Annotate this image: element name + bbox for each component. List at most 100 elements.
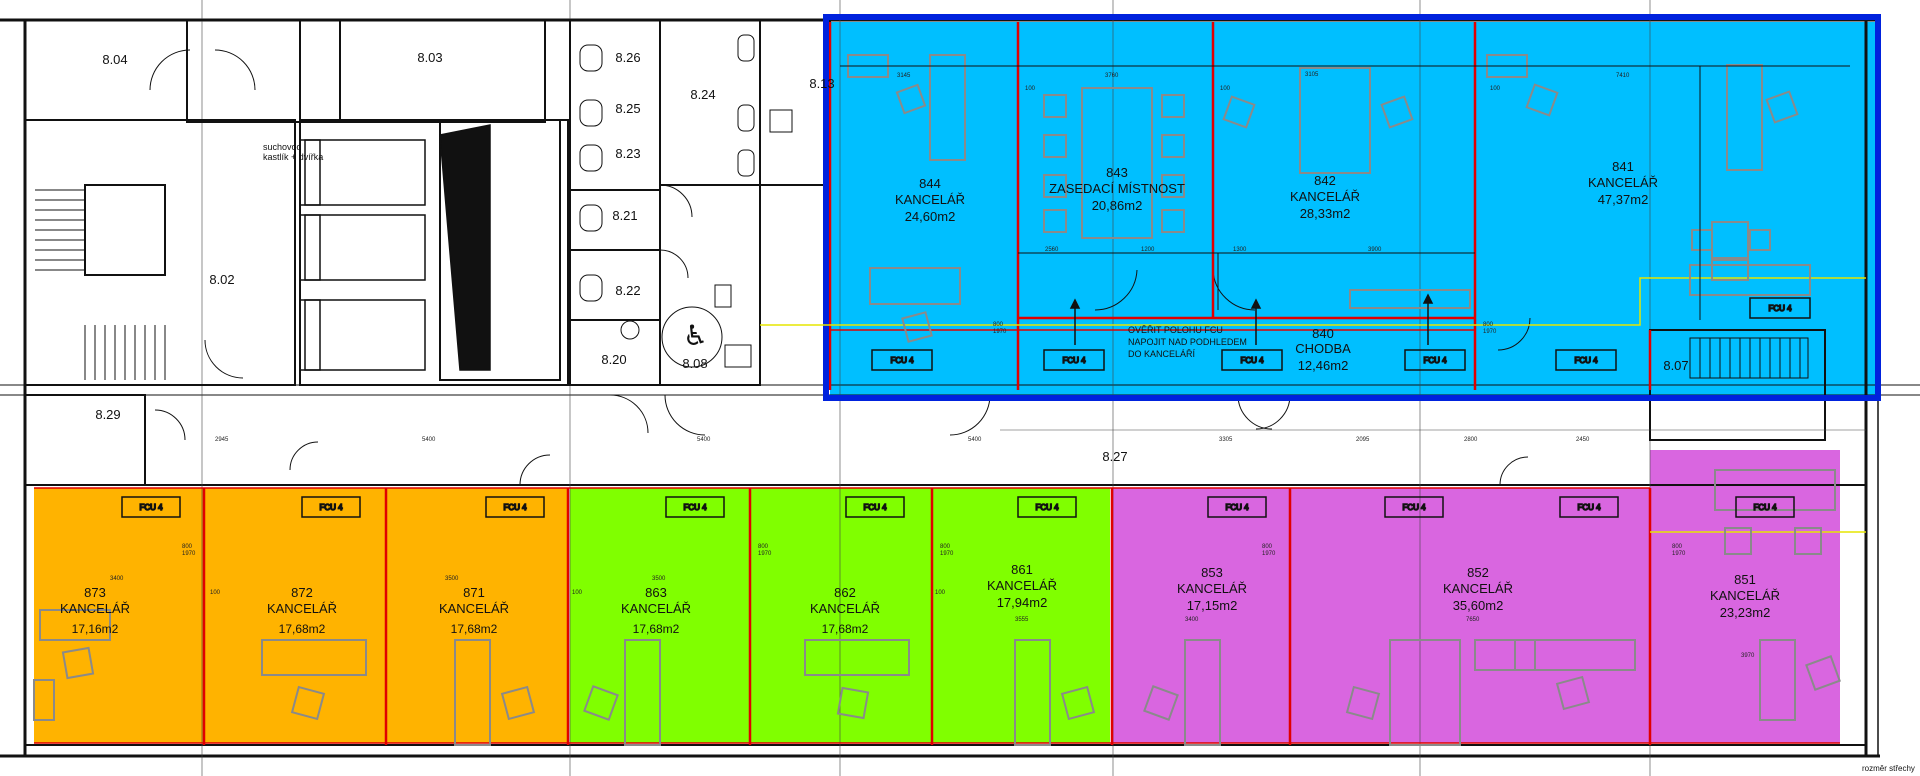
- svg-text:FCU 4: FCU 4: [1402, 503, 1426, 512]
- svg-text:800: 800: [1483, 322, 1494, 328]
- room-8-27: 8.27: [1102, 449, 1127, 464]
- elevator-shafts: [299, 119, 561, 381]
- fcu-unit: FCU 4: [871, 349, 933, 371]
- zone-purple-corner: [1650, 450, 1840, 743]
- fcu-unit: FCU 4: [1735, 496, 1795, 518]
- svg-text:871: 871: [463, 585, 485, 600]
- zone-orange-offices: [34, 488, 568, 743]
- scale-label: rozměr střechy: [1862, 764, 1915, 773]
- svg-text:ZASEDACÍ MÍSTNOST: ZASEDACÍ MÍSTNOST: [1049, 181, 1185, 196]
- svg-text:1970: 1970: [940, 551, 954, 557]
- room-8-02: 8.02: [209, 272, 234, 287]
- svg-text:3400: 3400: [1185, 617, 1199, 623]
- room-8-29: 8.29: [95, 407, 120, 422]
- svg-text:28,33m2: 28,33m2: [1300, 206, 1351, 221]
- office-852: 852 KANCELÁŘ 35,60m2: [1443, 565, 1513, 613]
- zone-purple-offices: [1113, 488, 1650, 743]
- grid-lines: [201, 0, 1651, 776]
- svg-text:KANCELÁŘ: KANCELÁŘ: [439, 601, 509, 616]
- svg-text:3970: 3970: [1741, 653, 1755, 659]
- svg-text:3400: 3400: [110, 576, 124, 582]
- svg-text:24,60m2: 24,60m2: [905, 209, 956, 224]
- svg-text:FCU 4: FCU 4: [319, 503, 343, 512]
- svg-text:35,60m2: 35,60m2: [1453, 598, 1504, 613]
- svg-text:3555: 3555: [1015, 617, 1029, 623]
- svg-text:3145: 3145: [897, 73, 911, 79]
- svg-text:2560: 2560: [1045, 247, 1059, 253]
- svg-text:17,68m2: 17,68m2: [822, 622, 869, 636]
- arrows: [1069, 293, 1434, 345]
- svg-text:800: 800: [1672, 544, 1683, 550]
- svg-text:5400: 5400: [697, 437, 711, 443]
- svg-text:1200: 1200: [1141, 247, 1155, 253]
- svg-text:17,15m2: 17,15m2: [1187, 598, 1238, 613]
- svg-text:♿: ♿: [683, 319, 708, 352]
- svg-text:23,23m2: 23,23m2: [1720, 605, 1771, 620]
- svg-text:1970: 1970: [1483, 329, 1497, 335]
- dimension-labels: 2945 5400 5400 5400 3305 2095 2800 2450 …: [110, 72, 1755, 659]
- svg-text:FCU 4: FCU 4: [1574, 356, 1598, 365]
- blue-zone-lines: [840, 65, 1866, 431]
- office-851: 851 KANCELÁŘ 23,23m2: [1710, 572, 1780, 620]
- fcu-unit: FCU 4: [1404, 349, 1466, 371]
- svg-text:3500: 3500: [652, 576, 666, 582]
- svg-text:17,68m2: 17,68m2: [279, 622, 326, 636]
- svg-text:841: 841: [1612, 159, 1634, 174]
- office-853: 853 KANCELÁŘ 17,15m2: [1177, 565, 1247, 613]
- svg-text:873: 873: [84, 585, 106, 600]
- room-8-20: 8.20: [601, 352, 626, 367]
- room-8-26: 8.26: [615, 50, 640, 65]
- svg-text:3305: 3305: [1219, 437, 1233, 443]
- room-8-24: 8.24: [690, 87, 715, 102]
- svg-text:861: 861: [1011, 562, 1033, 577]
- room-8-25: 8.25: [615, 101, 640, 116]
- zone-blue-offices: [830, 22, 1875, 395]
- svg-text:843: 843: [1106, 165, 1128, 180]
- svg-text:1970: 1970: [993, 329, 1007, 335]
- svg-text:DO KANCELÁŘÍ: DO KANCELÁŘÍ: [1128, 349, 1196, 359]
- svg-text:1970: 1970: [1672, 551, 1686, 557]
- svg-text:kastlík + dvířka: kastlík + dvířka: [263, 152, 323, 162]
- svg-text:1970: 1970: [758, 551, 772, 557]
- svg-text:100: 100: [1490, 86, 1501, 92]
- svg-text:800: 800: [940, 544, 951, 550]
- svg-text:FCU 4: FCU 4: [1240, 356, 1264, 365]
- fcu-units: FCU 4 FCU 4 FCU 4 FCU 4 FCU 4 FCU 4 FCU …: [121, 297, 1811, 518]
- svg-text:KANCELÁŘ: KANCELÁŘ: [60, 601, 130, 616]
- svg-text:FCU 4: FCU 4: [1768, 304, 1792, 313]
- fcu-unit: FCU 4: [1749, 297, 1811, 319]
- svg-text:842: 842: [1314, 173, 1336, 188]
- room-8-22: 8.22: [615, 283, 640, 298]
- office-861: 861 KANCELÁŘ 17,94m2: [987, 562, 1057, 610]
- doors: [149, 49, 1531, 486]
- room-8-13: 8.13: [809, 76, 834, 91]
- svg-text:2095: 2095: [1356, 437, 1370, 443]
- svg-text:3900: 3900: [1368, 247, 1382, 253]
- svg-text:KANCELÁŘ: KANCELÁŘ: [267, 601, 337, 616]
- fcu-unit: FCU 4: [1555, 349, 1617, 371]
- svg-text:100: 100: [1025, 86, 1036, 92]
- svg-text:100: 100: [210, 590, 221, 596]
- fcu-unit: FCU 4: [1221, 349, 1283, 371]
- svg-text:2800: 2800: [1464, 437, 1478, 443]
- svg-text:KANCELÁŘ: KANCELÁŘ: [810, 601, 880, 616]
- stair-right: [1689, 337, 1809, 379]
- pipe-lines: [760, 277, 1866, 533]
- svg-text:OVĚŘIT POLOHU FCU: OVĚŘIT POLOHU FCU: [1128, 325, 1223, 335]
- suchovod-note: suchovod kastlík + dvířka: [263, 142, 323, 162]
- svg-text:100: 100: [935, 590, 946, 596]
- fcu-unit: FCU 4: [1043, 349, 1105, 371]
- fcu-unit: FCU 4: [665, 496, 725, 518]
- service-room-labels: 8.04 8.03 8.26 8.25 8.23 8.24 8.13 8.21 …: [95, 50, 1688, 464]
- svg-text:851: 851: [1734, 572, 1756, 587]
- svg-text:800: 800: [993, 322, 1004, 328]
- svg-text:7410: 7410: [1616, 73, 1630, 79]
- svg-text:17,94m2: 17,94m2: [997, 595, 1048, 610]
- shaft-black-wedge: [439, 124, 491, 371]
- zone-orange: [34, 488, 568, 743]
- svg-text:KANCELÁŘ: KANCELÁŘ: [1710, 588, 1780, 603]
- svg-text:KANCELÁŘ: KANCELÁŘ: [987, 578, 1057, 593]
- room-8-23: 8.23: [615, 146, 640, 161]
